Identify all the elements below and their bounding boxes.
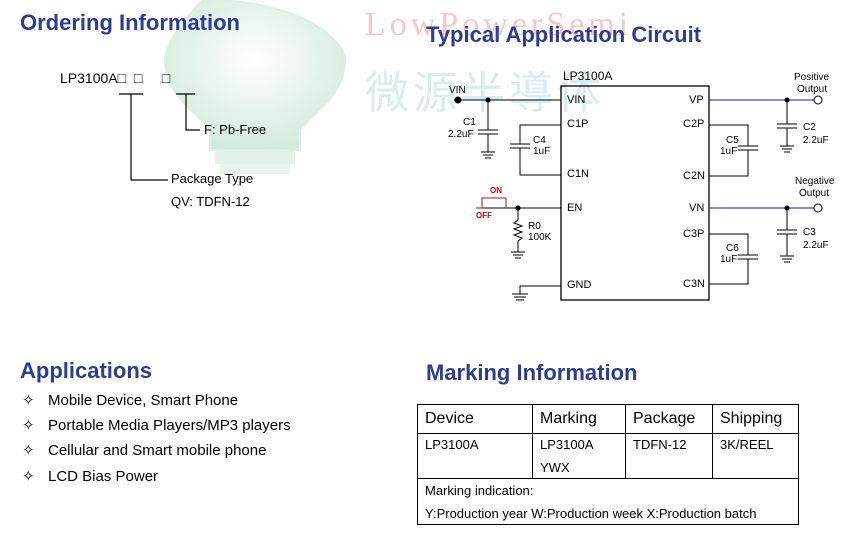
pin-c1p: C1P <box>567 118 589 130</box>
cell-package: TDFN-12 <box>625 433 713 479</box>
vin-label: VIN <box>449 85 466 96</box>
header-marking: Marking <box>532 404 626 434</box>
table-row: LP3100A LP3100A YWX TDFN-12 3K/REEL <box>417 433 799 479</box>
bullet-icon: ✧ <box>22 392 35 409</box>
pin-c3p: C3P <box>683 228 705 240</box>
package-type-value: QV: TDFN-12 <box>171 194 250 209</box>
c1-value: 2.2uF <box>448 129 474 140</box>
package-type-label: Package Type <box>171 171 254 186</box>
bullet-icon: ✧ <box>22 417 35 434</box>
watermark-text: LowPowerSemi <box>365 6 632 43</box>
marking-note-title: Marking indication: <box>425 483 534 498</box>
watermark-cjk: 微源半導体 <box>365 68 605 119</box>
application-text: Mobile Device, Smart Phone <box>48 392 239 409</box>
chip-body <box>560 85 710 301</box>
c3-value: 2.2uF <box>803 240 829 251</box>
c6-value: 1uF <box>720 254 738 265</box>
circuit-title: Typical Application Circuit <box>426 22 702 47</box>
list-item: ✧ LCD Bias Power <box>22 467 158 485</box>
header-device: Device <box>417 404 533 434</box>
application-text: Cellular and Smart mobile phone <box>48 442 267 459</box>
positive-output-label-2: Output <box>797 84 828 95</box>
pin-en: EN <box>567 202 583 214</box>
bulb-watermark-icon <box>163 0 347 174</box>
marking-value-2: YWX <box>540 460 570 475</box>
c6-label: C6 <box>726 243 739 254</box>
cell-shipping: 3K/REEL <box>712 433 799 479</box>
list-item: ✧ Portable Media Players/MP3 players <box>22 416 291 434</box>
c3-label: C3 <box>803 227 816 238</box>
chip-label: LP3100A <box>563 69 613 83</box>
box-2: □ <box>133 70 143 86</box>
negative-output-label-1: Negative <box>795 176 835 187</box>
c2-value: 2.2uF <box>803 135 829 146</box>
table-header-row: Device Marking Package Shipping <box>417 404 799 434</box>
positive-output-label-1: Positive <box>794 72 830 83</box>
off-label: OFF <box>476 211 492 220</box>
vin-terminal <box>454 96 462 104</box>
list-item: ✧ Mobile Device, Smart Phone <box>22 391 238 409</box>
pin-c2n: C2N <box>683 170 706 182</box>
c1-label: C1 <box>463 117 476 128</box>
marking-note-text: Y:Production year W:Production week X:Pr… <box>425 506 757 521</box>
negative-output-label-2: Output <box>799 188 830 199</box>
cell-marking: LP3100A YWX <box>532 433 626 479</box>
bullet-icon: ✧ <box>22 442 35 459</box>
applications-title: Applications <box>20 358 153 383</box>
pin-c2p: C2P <box>683 118 705 130</box>
part-number-text: LP3100A <box>60 70 118 86</box>
device-value: LP3100A <box>425 437 479 452</box>
c2-label: C2 <box>803 122 816 133</box>
application-text: LCD Bias Power <box>48 468 159 485</box>
pb-free-label: F: Pb-Free <box>204 122 267 137</box>
box-3: □ <box>161 70 171 86</box>
application-text: Portable Media Players/MP3 players <box>48 417 291 434</box>
c5-value: 1uF <box>720 146 738 157</box>
vp-terminal <box>813 95 823 105</box>
package-value: TDFN-12 <box>633 437 687 452</box>
ordering-title: Ordering Information <box>20 10 240 35</box>
on-label: ON <box>490 186 502 195</box>
c4-value: 1uF <box>533 146 551 157</box>
shipping-value: 3K/REEL <box>720 437 774 452</box>
list-item: ✧ Cellular and Smart mobile phone <box>22 441 266 459</box>
pin-gnd: GND <box>567 279 592 291</box>
marking-table: Device Marking Package Shipping LP3100A … <box>417 404 799 525</box>
vn-terminal <box>813 203 823 213</box>
pin-vp: VP <box>689 94 704 106</box>
r0-value: 100K <box>528 232 552 243</box>
part-number: LP3100A□ □ □ <box>60 70 170 86</box>
table-note-row: Marking indication: Y:Production year W:… <box>417 478 799 525</box>
marking-note: Marking indication: Y:Production year W:… <box>417 478 799 525</box>
c4-label: C4 <box>533 135 546 146</box>
pin-c3n: C3N <box>683 278 706 290</box>
c5-label: C5 <box>726 135 739 146</box>
cell-device: LP3100A <box>417 433 533 479</box>
box-1: □ <box>117 70 127 86</box>
r0-label: R0 <box>528 221 541 232</box>
header-package: Package <box>625 404 713 434</box>
pin-vn: VN <box>689 202 705 214</box>
marking-title: Marking Information <box>426 360 638 385</box>
bullet-icon: ✧ <box>22 468 35 485</box>
marking-value: LP3100A <box>540 437 594 452</box>
header-shipping: Shipping <box>712 404 799 434</box>
pin-c1n: C1N <box>567 168 590 180</box>
pin-vin: VIN <box>567 94 586 106</box>
